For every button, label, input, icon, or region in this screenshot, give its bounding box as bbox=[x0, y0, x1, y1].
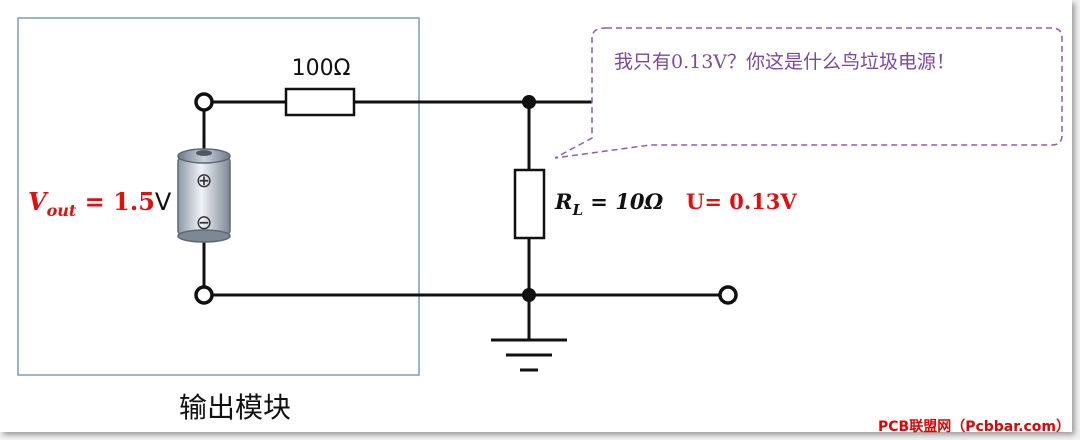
load-value: 10Ω bbox=[615, 189, 663, 214]
module-label: 输出模块 bbox=[179, 391, 291, 424]
vout-unit: V bbox=[155, 188, 172, 216]
vout-symbol: V bbox=[28, 187, 49, 216]
battery-icon: ⊕ ⊖ bbox=[177, 148, 231, 243]
battery-minus-symbol: ⊖ bbox=[196, 210, 213, 234]
battery-plus-symbol: ⊕ bbox=[196, 168, 213, 192]
circuit-diagram: ⊕ ⊖ 100Ω Vout = 1.5V RL = 10Ω U= 0.13V 我… bbox=[17, 17, 1063, 424]
vout-subscript: out bbox=[47, 201, 77, 220]
load-resistor-label: RL = 10Ω bbox=[554, 189, 663, 219]
output-module-box bbox=[17, 17, 420, 376]
terminal-top-left bbox=[194, 92, 214, 112]
voltage-label: U= 0.13V bbox=[686, 189, 797, 214]
load-symbol: R bbox=[554, 189, 572, 214]
series-resistor bbox=[284, 87, 356, 117]
speech-bubble bbox=[554, 27, 1063, 159]
vout-value: 1.5 bbox=[113, 187, 155, 216]
watermark-text: PCB联盟网（Pcbbar.com） bbox=[878, 419, 1070, 435]
top-junction-node bbox=[522, 95, 536, 109]
terminal-bottom-right bbox=[718, 285, 738, 305]
speech-bubble-text: 我只有0.13V？你这是什么鸟垃圾电源！ bbox=[614, 51, 955, 73]
ground-symbol bbox=[491, 338, 567, 372]
vout-equals: = bbox=[76, 187, 113, 216]
vout-label: Vout = 1.5V bbox=[28, 187, 172, 220]
load-equals: = bbox=[583, 189, 615, 214]
terminal-bottom-left bbox=[194, 285, 214, 305]
bottom-junction-node bbox=[522, 288, 536, 302]
diagram-canvas: ⊕ ⊖ 100Ω Vout = 1.5V RL = 10Ω U= 0.13V 我… bbox=[0, 0, 1072, 432]
load-subscript: L bbox=[571, 201, 583, 219]
load-resistor bbox=[513, 168, 546, 240]
series-resistor-label: 100Ω bbox=[292, 56, 351, 81]
